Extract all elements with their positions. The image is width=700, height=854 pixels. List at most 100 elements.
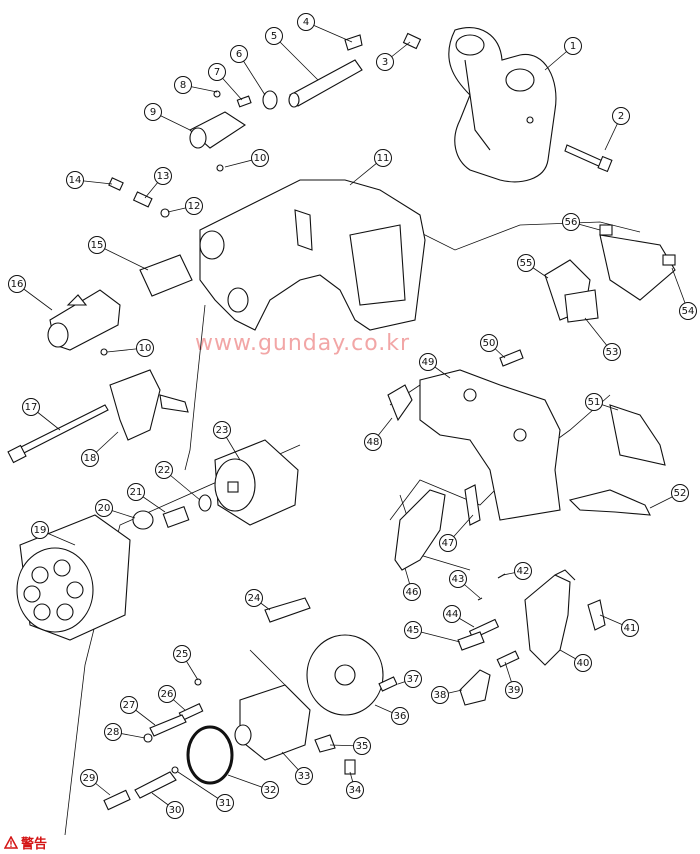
warning-text: 警告 [21,836,48,852]
callout-circle [514,562,532,580]
callout-circle [251,149,269,167]
part-callout-11: 11 [374,149,392,167]
part-spring-f [378,676,398,692]
callout-number: 37 [407,674,420,685]
callout-number: 23 [216,425,229,436]
part-pin-a [216,164,224,172]
part-callout-24: 24 [245,589,263,607]
part-callout-44: 44 [443,605,461,623]
callout-circle [261,781,279,799]
callout-number: 48 [367,437,380,448]
part-ratchet-screw [162,505,190,529]
callout-circle [158,685,176,703]
callout-number: 2 [618,111,624,122]
part-callout-50: 50 [480,334,498,352]
part-callout-29: 29 [80,769,98,787]
part-mainspring [609,404,666,466]
part-sight-base [189,111,247,149]
callout-circle [173,645,191,663]
callout-number: 8 [180,80,186,91]
part-cylinder-body [214,439,299,526]
part-callout-34: 34 [346,781,364,799]
callout-circle [439,534,457,552]
part-callout-12: 12 [185,197,203,215]
part-grip-screw [564,144,613,173]
part-callout-8: 8 [174,76,192,94]
part-callout-21: 21 [127,483,145,501]
part-ring [262,90,278,110]
callout-number: 21 [130,487,143,498]
callout-number: 39 [508,685,521,696]
part-ball [213,90,221,98]
callout-circle [155,461,173,479]
callout-circle [295,767,313,785]
part-callout-37: 37 [404,670,422,688]
callout-number: 36 [394,711,407,722]
callout-circle [404,670,422,688]
part-callout-7: 7 [208,63,226,81]
callout-circle [216,794,234,812]
part-safety-group [544,224,676,323]
callout-number: 34 [349,785,362,796]
callout-circle [185,197,203,215]
part-callout-40: 40 [574,654,592,672]
callout-circle [297,13,315,31]
part-callout-10: 10 [251,149,269,167]
part-callout-38: 38 [431,686,449,704]
part-callout-2: 2 [612,107,630,125]
part-callout-47: 47 [439,534,457,552]
callout-circle [81,449,99,467]
part-pin-e [477,597,483,601]
part-callout-49: 49 [419,353,437,371]
part-small-screw [402,32,422,50]
part-screw-e [344,759,356,775]
callout-circle [376,53,394,71]
callout-number: 12 [188,201,201,212]
part-callout-31: 31 [216,794,234,812]
callout-circle [671,484,689,502]
callout-number: 3 [382,57,388,68]
callout-number: 18 [84,453,97,464]
part-callout-6: 6 [230,45,248,63]
part-cylinder [16,514,131,641]
part-callout-52: 52 [671,484,689,502]
callout-number: 14 [69,175,82,186]
callout-number: 38 [434,690,447,701]
part-callout-13: 13 [154,167,172,185]
callout-circle [603,343,621,361]
callout-circle [505,681,523,699]
callout-circle [95,499,113,517]
callout-number: 22 [158,465,171,476]
callout-number: 45 [407,625,420,636]
callout-circle [364,433,382,451]
callout-circle [480,334,498,352]
callout-circle [88,236,106,254]
part-callout-23: 23 [213,421,231,439]
callout-number: 9 [150,107,156,118]
callout-circle [403,583,421,601]
callout-circle [80,769,98,787]
callout-circle [245,589,263,607]
part-callout-18: 18 [81,449,99,467]
callout-number: 33 [298,771,311,782]
callout-number: 25 [176,649,189,660]
callout-circle [230,45,248,63]
callout-number: 28 [107,727,120,738]
callout-circle [374,149,392,167]
callout-number: 55 [520,258,533,269]
part-callout-36: 36 [391,707,409,725]
callout-circle [66,171,84,189]
callout-circle [120,696,138,714]
callout-circle [449,570,467,588]
callout-circle [612,107,630,125]
callout-circle [679,302,697,320]
callout-circle [8,275,26,293]
part-callout-46: 46 [403,583,421,601]
callout-circle [564,37,582,55]
warning-banner: 警告 [4,832,47,852]
part-spring-d [103,789,131,811]
part-callout-35: 35 [353,737,371,755]
leader-line-31 [177,771,226,804]
part-callout-1: 1 [564,37,582,55]
